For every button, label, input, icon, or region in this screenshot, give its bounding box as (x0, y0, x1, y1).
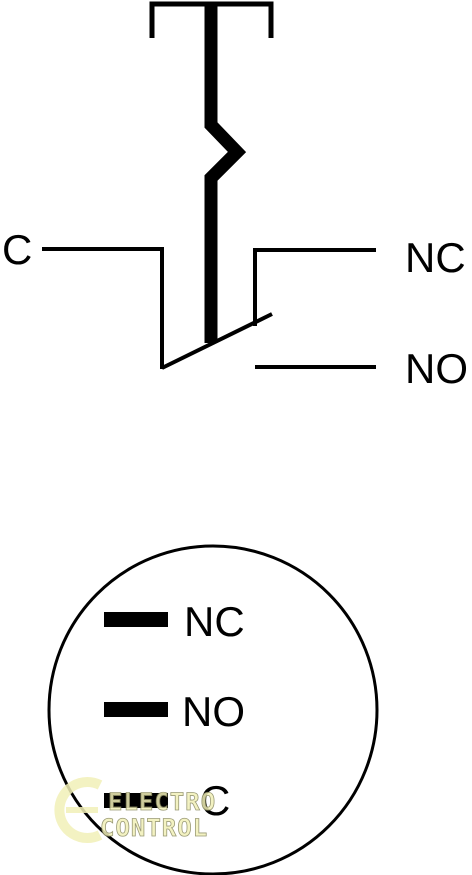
watermark-e-mark (54, 777, 103, 843)
no-label: NO (405, 345, 468, 392)
pin-no-terminal (104, 702, 168, 717)
pin-no-label: NO (182, 688, 245, 735)
pin-c-label: C (200, 777, 230, 824)
pin-nc-terminal (104, 612, 168, 627)
housing-outline (47, 544, 379, 875)
common-label: C (2, 226, 32, 273)
pin-nc-label: NC (184, 598, 245, 645)
pin-c-terminal (104, 793, 168, 808)
nc-lead (253, 248, 376, 326)
watermark-logo: ELECTRO CONTROL (54, 777, 216, 843)
nc-label: NC (405, 234, 466, 281)
watermark-line2: CONTROL (100, 814, 208, 842)
watermark-line1: ELECTRO (108, 788, 216, 816)
switch-schematic: C NC NO (2, 1, 468, 392)
actuator-plunger (204, 4, 247, 343)
common-lead (42, 247, 164, 369)
pin-layout-view: NC NO C (47, 544, 379, 875)
